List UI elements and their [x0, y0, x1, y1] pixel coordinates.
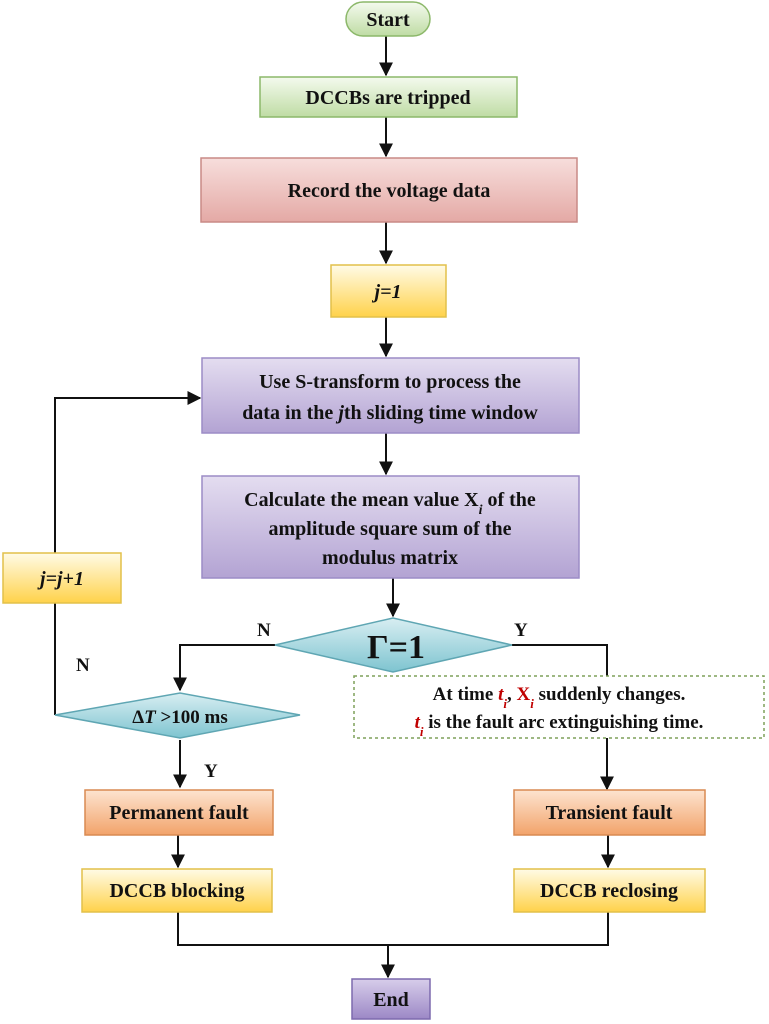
- end-node: End: [351, 978, 431, 1020]
- start-node: Start: [345, 1, 431, 37]
- blocking-node: DCCB blocking: [81, 868, 273, 913]
- calc-line1: Calculate the mean value Xi of the: [244, 489, 536, 518]
- note-line2-b: is the fault arc extinguishing time.: [424, 712, 704, 733]
- calc-line1-a: Calculate the mean value X: [244, 489, 479, 511]
- transient-label: Transient fault: [546, 802, 673, 824]
- arrow-delta-no-loop: [54, 391, 202, 715]
- note-x-sub: i: [530, 696, 534, 711]
- note-line2: ti is the fault arc extinguishing time.: [415, 712, 704, 739]
- init-j-label: j=1: [372, 281, 402, 303]
- delta-decision: ΔT >100 ms: [54, 692, 301, 739]
- increment-j-node: j=j+1: [2, 552, 122, 604]
- note-x: X: [516, 684, 530, 705]
- note-line1: At time ti, Xi suddenly changes.: [433, 684, 686, 711]
- gamma-label: Γ=1: [367, 629, 425, 666]
- delta-label-a: Δ: [132, 707, 144, 728]
- label-y-top: Y: [514, 620, 528, 641]
- calc-line3: modulus matrix: [322, 547, 458, 569]
- reclosing-node: DCCB reclosing: [513, 868, 706, 913]
- arrow-decision-yes-to-transient: [512, 644, 614, 791]
- permanent-node: Permanent fault: [84, 789, 274, 836]
- calc-line1-sub: i: [479, 503, 483, 518]
- end-label: End: [373, 989, 409, 1011]
- stransform-line2-j: j: [335, 402, 344, 424]
- label-y-bottom: Y: [204, 761, 218, 782]
- label-n-top: N: [257, 620, 271, 641]
- stransform-line2-b: th sliding time window: [344, 402, 538, 424]
- note-comma: ,: [507, 684, 517, 705]
- connectors: [54, 36, 615, 979]
- label-n-left: N: [76, 655, 90, 676]
- arrow-decision-no-to-delta: [173, 644, 275, 692]
- note-t2-sub: i: [420, 724, 424, 739]
- transient-node: Transient fault: [513, 789, 706, 836]
- gamma-decision: Γ=1: [274, 617, 513, 673]
- blocking-label: DCCB blocking: [109, 880, 244, 902]
- stransform-line2-a: data in the: [242, 402, 338, 424]
- tripped-node: DCCBs are tripped: [259, 76, 518, 118]
- note-t1: t: [498, 684, 504, 705]
- stransform-node: Use S-transform to process the data in t…: [201, 357, 580, 434]
- init-j-node: j=1: [330, 264, 447, 318]
- stransform-line1: Use S-transform to process the: [259, 371, 521, 393]
- record-node: Record the voltage data: [200, 157, 578, 223]
- permanent-label: Permanent fault: [109, 802, 249, 824]
- connector-blocking-merge: [177, 912, 609, 946]
- note-t1-sub: i: [503, 696, 507, 711]
- delta-label-b: T: [144, 707, 157, 728]
- reclosing-label: DCCB reclosing: [540, 880, 678, 902]
- calc-line2: amplitude square sum of the: [269, 518, 512, 540]
- delta-label-c: >100 ms: [156, 707, 228, 728]
- record-label: Record the voltage data: [288, 180, 491, 202]
- calc-node: Calculate the mean value Xi of the ampli…: [201, 475, 580, 579]
- note-t2: t: [415, 712, 421, 733]
- note-line1-a: At time: [433, 684, 498, 705]
- start-label: Start: [366, 9, 410, 31]
- calc-line1-end: of the: [482, 489, 535, 511]
- note-line1-b: suddenly changes.: [534, 684, 686, 705]
- tripped-label: DCCBs are tripped: [305, 87, 470, 109]
- delta-label: ΔT >100 ms: [132, 707, 228, 728]
- increment-j-label: j=j+1: [37, 568, 84, 590]
- note-box: At time ti, Xi suddenly changes. ti is t…: [353, 675, 765, 739]
- stransform-line2: data in the jth sliding time window: [242, 402, 538, 424]
